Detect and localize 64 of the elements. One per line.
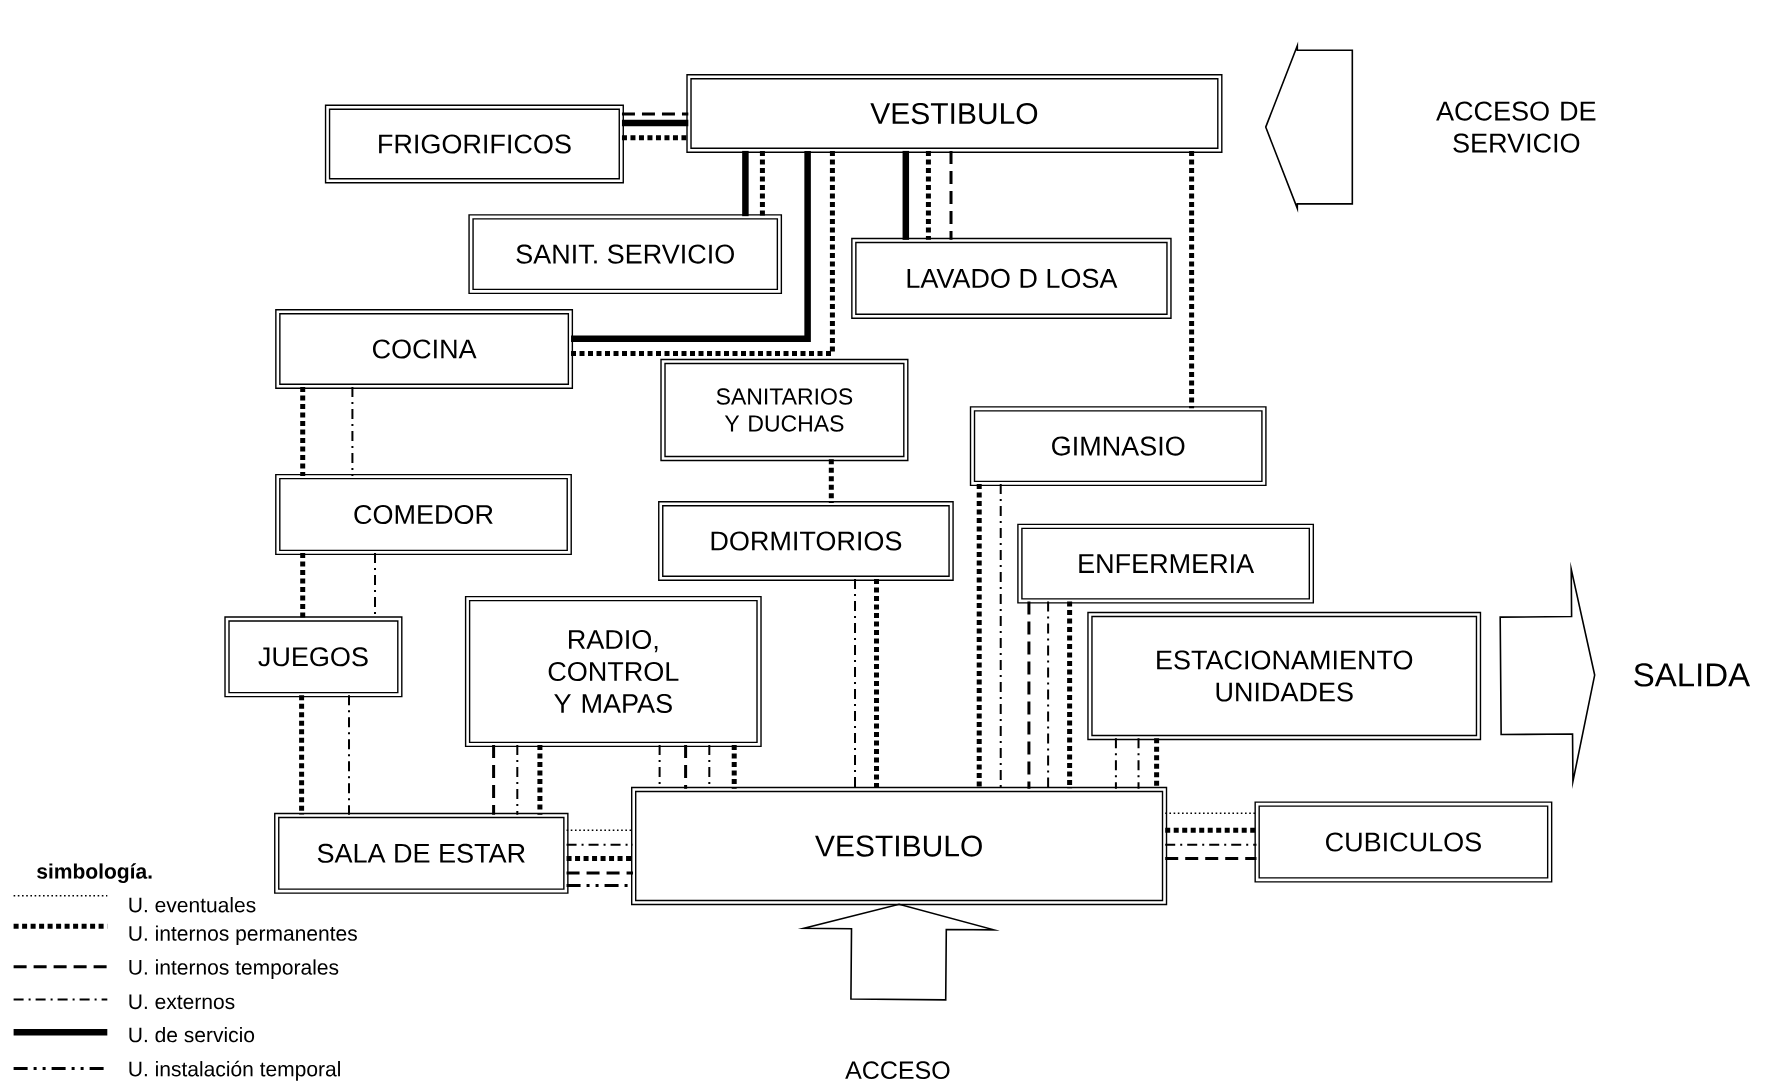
connector-line [566,871,633,875]
connector-line [999,483,1002,790]
room-box: ESTACIONAMIENTO UNIDADES [1087,611,1482,741]
connector-line [731,745,737,789]
connector-line [1047,600,1050,790]
connector-line [1189,150,1195,409]
room-box: GIMNASIO [969,406,1267,487]
room-box: ENFERMERIA [1017,523,1314,604]
connector-line [854,577,856,790]
room-box: SANIT. SERVICIO [468,214,783,295]
room-box: VESTIBULO [631,786,1168,906]
connector-line [348,694,350,816]
connector-line [1165,856,1257,860]
connector-line [1165,827,1257,833]
legend-label: U. eventuales [129,897,256,913]
connector-line [1137,737,1140,790]
connector-line [1154,738,1160,789]
legend-label: U. internos temporales [129,959,339,979]
connector-line [1027,601,1031,789]
connector-line [684,745,688,789]
connector-line [300,553,306,619]
room-box: DORMITORIOS [658,501,954,581]
connector-line [925,150,931,240]
connector-line [742,150,749,217]
legend-label: U. internos permanentes [129,925,357,945]
connector-line [300,386,306,476]
connector-line [621,112,689,116]
connector-line [621,119,689,127]
room-box: COMEDOR [275,473,572,556]
room-box: FRIGORIFICOS [324,104,624,184]
connector-line [949,150,953,240]
room-box: SALA DE ESTAR [274,812,569,894]
connector-line [759,150,765,217]
area-label: ACCESO [845,1061,950,1080]
room-box: RADIO, CONTROL Y MAPAS [464,595,762,748]
connector-line [299,695,305,815]
block-arrow [797,903,1000,1001]
room-box: VESTIBULO [686,74,1223,153]
room-box: JUEGOS [224,616,403,698]
connector-line [566,855,633,861]
connector-line [351,385,354,477]
room-box: SANITARIOS Y DUCHAS [660,358,909,462]
room-box: CUBICULOS [1254,801,1553,883]
legend-title: simbología. [37,863,152,884]
connector-line [1164,812,1258,814]
room-box: COCINA [275,309,574,389]
area-label: ACCESO DE SERVICIO [1436,101,1596,153]
legend-label: U. instalación temporal [129,1060,340,1081]
connector-line [1114,737,1117,790]
area-label: SALIDA [1634,663,1751,687]
connector-line [492,745,496,815]
connector-line [828,459,834,504]
block-arrow [1499,561,1596,790]
connector-line [565,829,634,831]
connector-line [537,745,543,815]
room-box: LAVADO D LOSA [851,237,1172,319]
legend-label: U. externos [129,994,235,1010]
connector-line [976,484,982,789]
connector-line [1164,843,1258,846]
connector-line [874,578,879,789]
block-arrow [1264,41,1354,213]
legend-label: U. de servicio [129,1026,255,1043]
connector-line [516,744,519,816]
connector-line [621,135,689,141]
